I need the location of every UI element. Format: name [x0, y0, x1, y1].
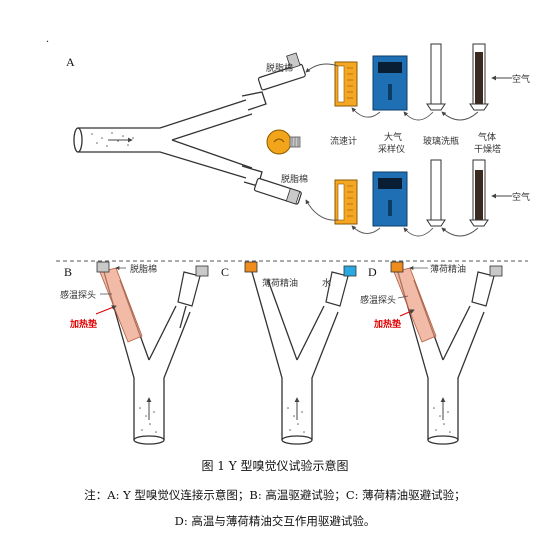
- label-d-mint: 薄荷精油: [430, 263, 466, 275]
- label-air-top: 空气: [512, 73, 530, 85]
- airflow-dots-d: [433, 407, 451, 433]
- water-tip-c: [343, 265, 357, 277]
- air-sampler-top: [372, 55, 408, 111]
- pointer-d-probe: [397, 295, 409, 299]
- label-dry-tower-2: 干燥塔: [474, 143, 501, 155]
- airflow-dots-b: [139, 407, 157, 433]
- label-d-probe: 感温探头: [360, 294, 396, 306]
- flowmeter-bottom: [334, 179, 358, 225]
- dry-tower-bottom: [469, 159, 489, 227]
- label-dry-tower-1: 气体: [478, 131, 496, 143]
- label-wash-bottle: 玻璃洗瓶: [423, 135, 459, 147]
- cotton-tube-d-right: [471, 271, 495, 307]
- cotton-plug-b-left: [96, 261, 110, 273]
- cotton-tube-bottom: [253, 177, 302, 205]
- light-bulb-icon: [266, 129, 301, 155]
- panel-label-d: D: [368, 265, 377, 279]
- cotton-plug-b-right: [195, 265, 209, 277]
- pointer-b-heat: [95, 305, 117, 315]
- label-sampler-1: 大气: [384, 131, 402, 143]
- y-tube-c: [251, 271, 339, 445]
- cotton-tube-top: [257, 52, 306, 91]
- mint-oil-tip-d: [390, 261, 404, 273]
- airflow-dots-c: [287, 407, 305, 433]
- figure-title: 图 1 Y 型嗅觉仪试验示意图: [201, 459, 349, 473]
- panel-label-a: A: [66, 55, 75, 69]
- label-air-bottom: 空气: [512, 191, 530, 203]
- label-c-water: 水: [322, 277, 331, 289]
- air-sampler-bottom: [372, 171, 408, 227]
- dry-tower-top: [469, 43, 489, 111]
- label-cotton-top: 脱脂棉: [266, 62, 293, 74]
- cotton-plug-d-right: [489, 265, 503, 277]
- figure-note-line1: 注：A: Y 型嗅觉仪连接示意图；B: 高温驱避试验；C: 薄荷精油驱避试验；: [84, 488, 466, 502]
- panel-label-c: C: [221, 265, 229, 279]
- wash-bottle-bottom: [426, 159, 446, 227]
- y-tube-horizontal: [73, 91, 267, 187]
- pointer-d-heat: [399, 309, 415, 317]
- connectors-top: [305, 63, 479, 121]
- panel-label-b: B: [64, 265, 72, 279]
- mint-oil-tip-c: [244, 261, 258, 273]
- heat-pad-d: [393, 267, 437, 343]
- label-flowmeter: 流速计: [330, 135, 357, 147]
- label-d-heat: 加热垫: [373, 318, 401, 330]
- wash-bottle-top: [426, 43, 446, 111]
- heat-pad-b: [99, 267, 143, 343]
- label-c-mint: 薄荷精油: [262, 277, 298, 289]
- label-b-probe: 感温探头: [60, 289, 96, 301]
- cotton-tube-b-right: [177, 271, 201, 307]
- label-sampler-2: 采样仪: [378, 143, 405, 155]
- connectors-bottom: [305, 199, 479, 237]
- water-tube-c: [325, 271, 349, 307]
- flowmeter-top: [334, 61, 358, 107]
- label-b-cotton: 脱脂棉: [130, 263, 157, 275]
- stray-dot: .: [46, 31, 49, 45]
- figure-note-line2: D: 高温与薄荷精油交互作用驱避试验。: [174, 514, 376, 528]
- label-b-heat: 加热垫: [69, 318, 97, 330]
- label-cotton-bottom: 脱脂棉: [281, 173, 308, 185]
